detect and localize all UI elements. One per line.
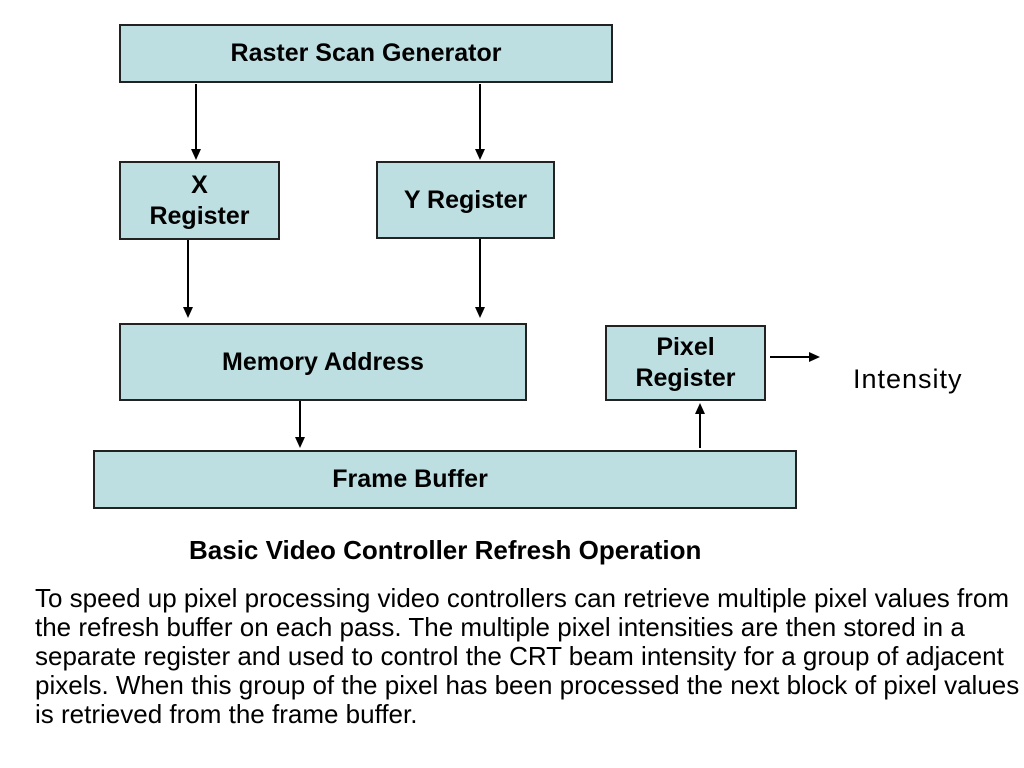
paragraph-line: To speed up pixel processing video contr… — [35, 583, 1010, 613]
y-register-box: Y Register — [376, 161, 555, 239]
body-paragraph: To speed up pixel processing video contr… — [35, 584, 1019, 729]
pixel-register-label-line2: Register — [635, 364, 736, 392]
y-register-label: Y Register — [403, 185, 528, 214]
paragraph-line: separate register and used to control th… — [35, 641, 1004, 671]
pixel-register-label-line1: Pixel — [656, 333, 715, 361]
memory-address-label: Memory Address — [222, 347, 424, 376]
paragraph-line: the refresh buffer on each pass. The mul… — [35, 612, 965, 642]
arrow-pixel-register-to-intensity — [770, 352, 820, 362]
raster-scan-generator-label: Raster Scan Generator — [230, 39, 502, 67]
arrow-rsg-to-y-register — [475, 84, 485, 160]
pixel-register-box: Pixel Register — [605, 325, 766, 401]
x-register-label-line2: Register — [149, 201, 250, 230]
arrow-y-register-to-memory-address — [475, 239, 485, 318]
frame-buffer-box: Frame Buffer — [93, 450, 797, 509]
frame-buffer-label: Frame Buffer — [332, 465, 488, 493]
memory-address-box: Memory Address — [119, 323, 527, 401]
paragraph-line: pixels. When this group of the pixel has… — [35, 670, 1020, 700]
intensity-label: Intensity — [853, 364, 963, 394]
diagram-caption: Basic Video Controller Refresh Operation — [189, 535, 702, 565]
arrow-frame-buffer-to-pixel-register — [695, 403, 705, 448]
paragraph-line: is retrieved from the frame buffer. — [35, 699, 418, 729]
arrow-x-register-to-memory-address — [183, 240, 193, 318]
x-register-label-line1: X — [191, 170, 208, 199]
arrow-memory-address-to-frame-buffer — [295, 401, 305, 448]
arrow-rsg-to-x-register — [191, 84, 201, 160]
raster-scan-generator-box: Raster Scan Generator — [119, 24, 613, 83]
x-register-box: X Register — [119, 161, 280, 240]
